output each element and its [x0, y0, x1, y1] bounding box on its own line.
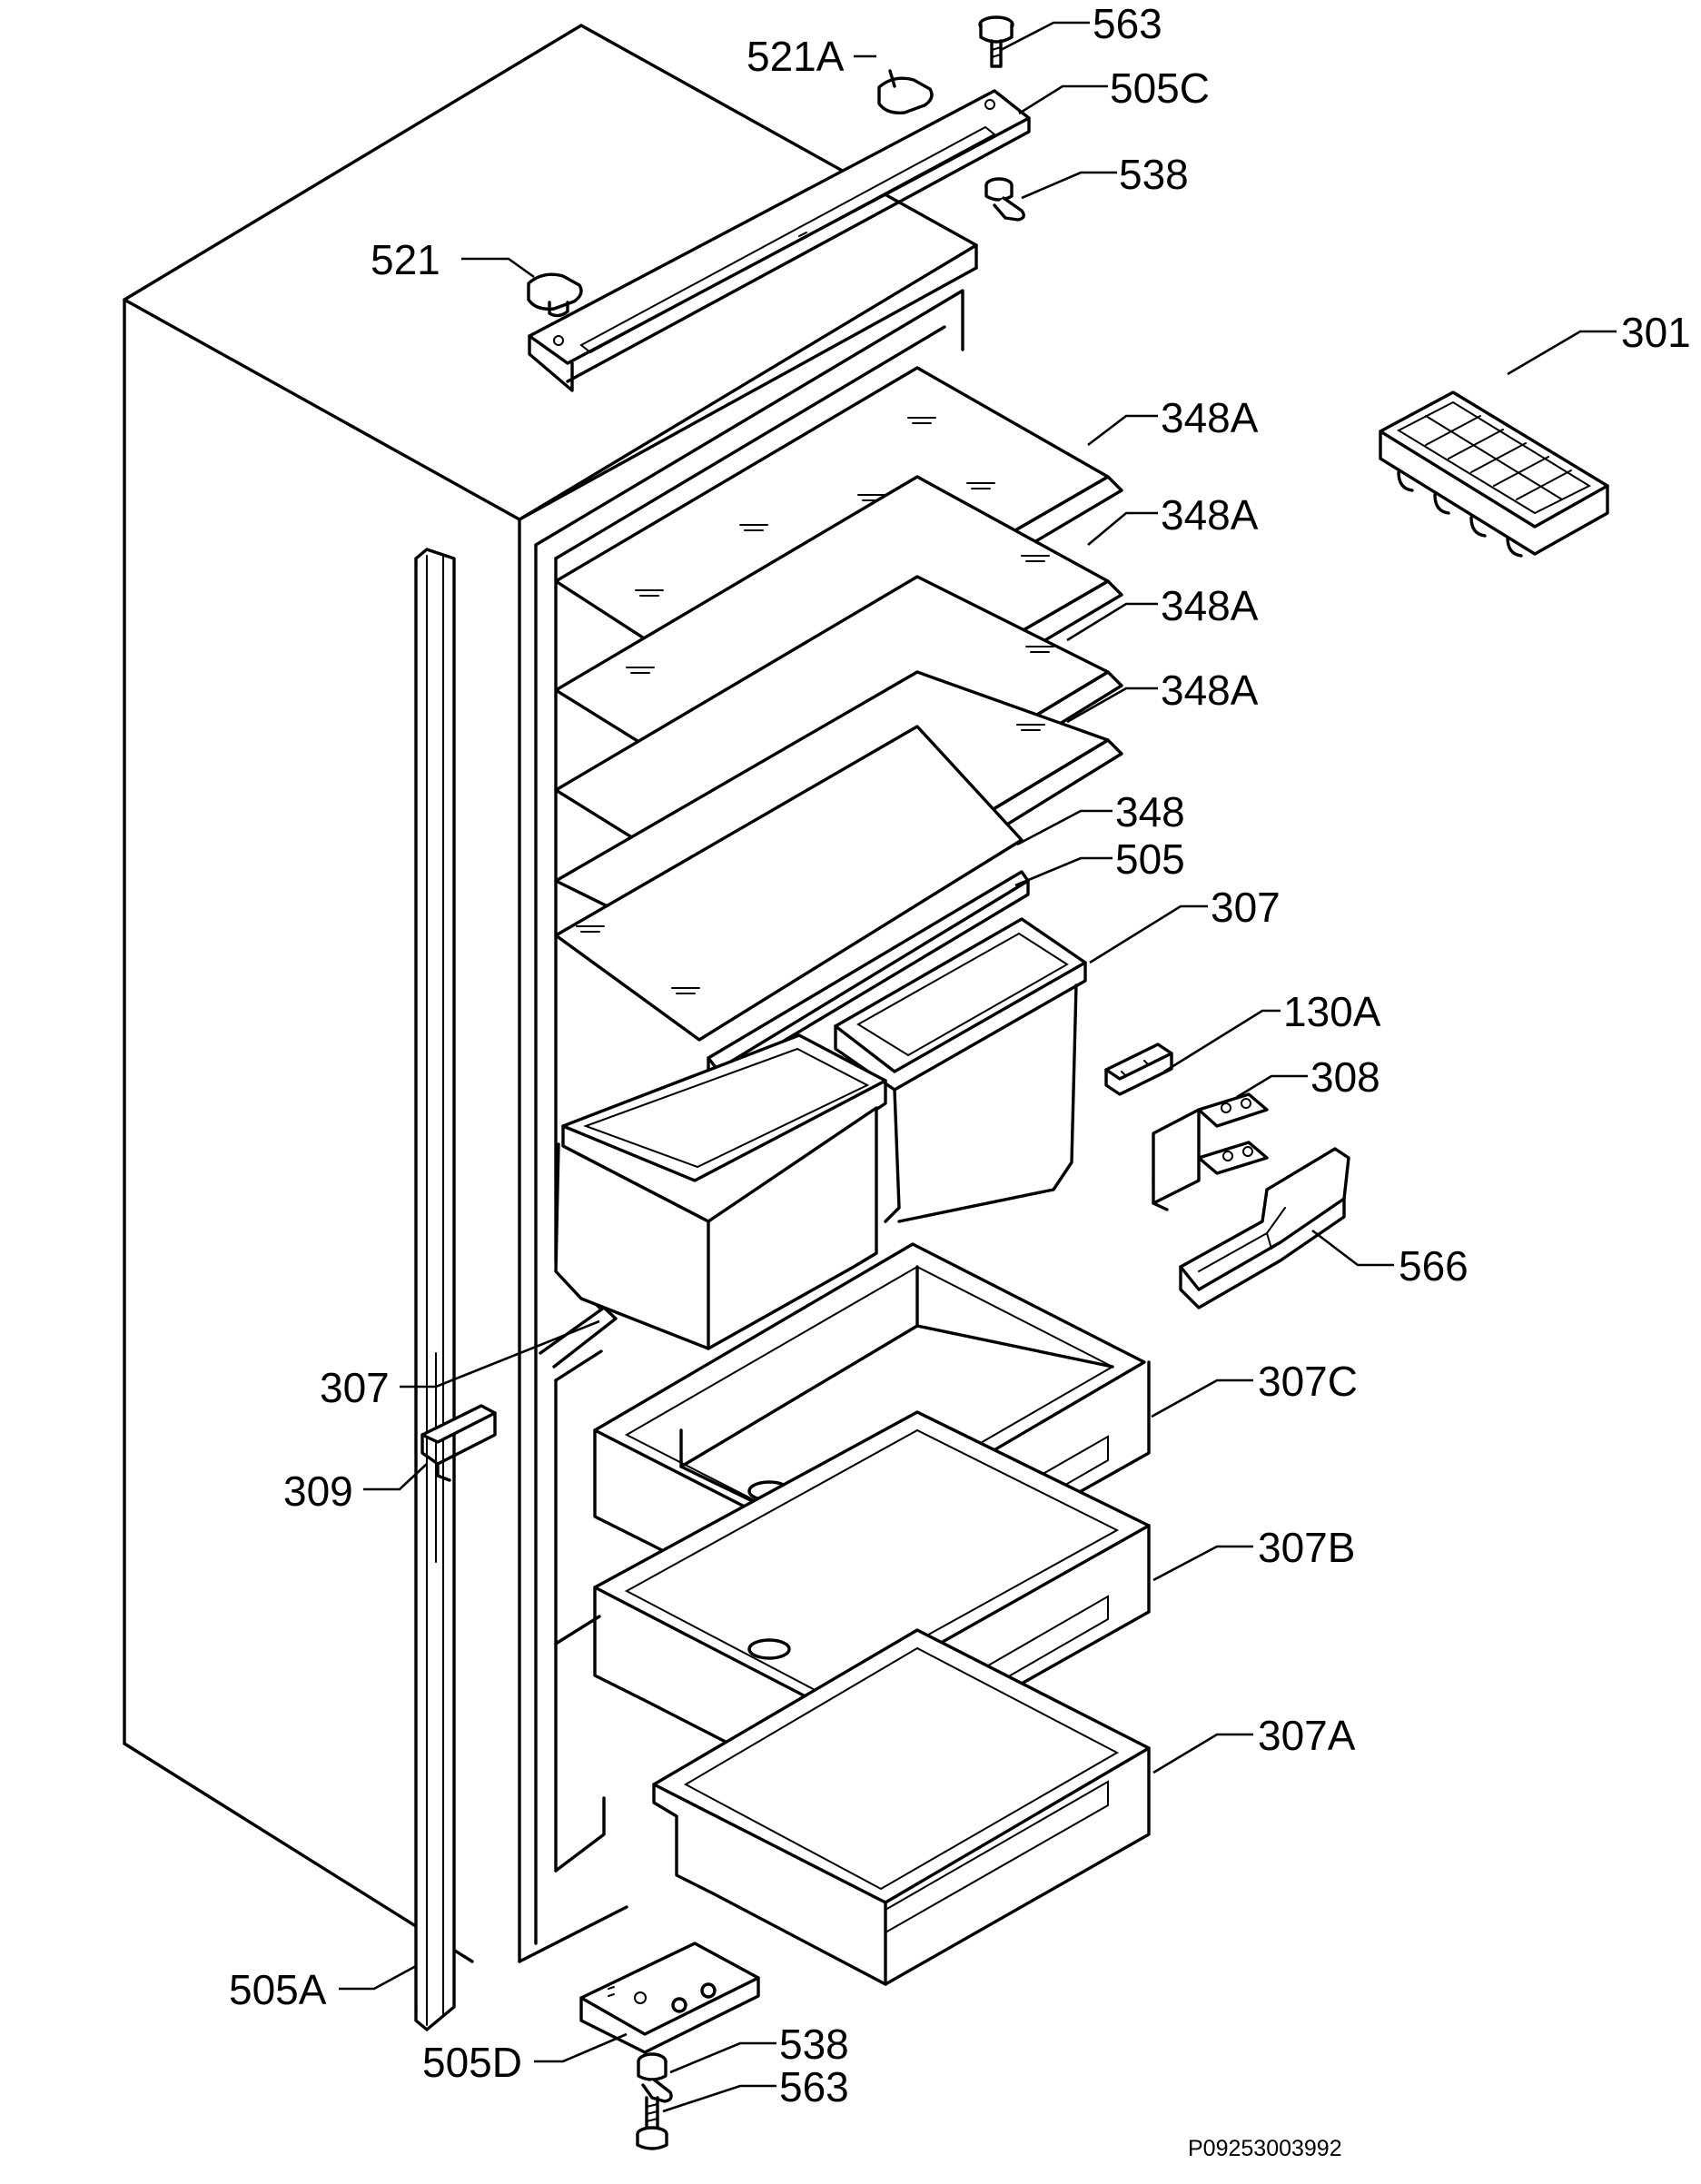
screw-563-bottom: [636, 2096, 668, 2150]
ice-cube-tray: [1379, 390, 1609, 558]
door-handle-566: [1179, 1147, 1350, 1309]
label-348a-2: 348A: [1161, 491, 1259, 539]
label-505a: 505A: [229, 1966, 327, 2013]
crisper-cover-glass: [554, 725, 1024, 1042]
freezer-drawer-307a: [652, 1628, 1151, 1986]
door-hinge-308: [1152, 1092, 1269, 1211]
label-307-lower: 307: [320, 1364, 390, 1411]
cabinet-body: [123, 24, 978, 1963]
label-307a: 307A: [1258, 1712, 1356, 1759]
door-seal-clip-309: [420, 1404, 497, 1482]
crisper-drawer-left: [554, 1033, 887, 1350]
label-307-upper: 307: [1211, 884, 1281, 931]
top-hinge-bar: [528, 89, 1031, 392]
label-521: 521: [371, 236, 440, 283]
label-301: 301: [1621, 309, 1691, 356]
label-563-bottom: 563: [779, 2063, 849, 2110]
bottom-hinge-505d: [579, 1942, 760, 2054]
hinge-pin-cap-521: [527, 272, 583, 318]
label-521a: 521A: [747, 33, 845, 80]
label-348a-4: 348A: [1161, 667, 1259, 714]
label-307b: 307B: [1258, 1524, 1355, 1571]
label-348a-1: 348A: [1161, 394, 1259, 441]
freezer-drawer-307b: [593, 1410, 1151, 1795]
label-505d: 505D: [422, 2039, 522, 2086]
hinge-bushing-538-bottom: [637, 2052, 673, 2103]
door-seal-strip: [414, 548, 456, 2031]
label-308: 308: [1310, 1053, 1380, 1101]
hinge-pin-cap-521a: [877, 69, 934, 114]
label-505: 505: [1115, 835, 1185, 883]
hinge-bushing-538-top: [984, 177, 1025, 222]
label-130a: 130A: [1283, 988, 1381, 1035]
leader-lines: [339, 21, 1617, 2113]
label-538-bottom: 538: [779, 2021, 849, 2068]
label-309: 309: [283, 1468, 353, 1515]
screw-563-top: [978, 15, 1014, 68]
label-538-top: 538: [1119, 151, 1189, 198]
label-505c: 505C: [1110, 64, 1210, 112]
part-labels: 563 521A 505C 538 521 301 348A 348A 348A…: [229, 0, 1691, 2161]
diagram-reference-code: P09253003992: [1188, 2136, 1342, 2161]
label-566: 566: [1399, 1242, 1469, 1290]
label-563-top: 563: [1093, 0, 1162, 47]
crisper-drawer-right: [834, 917, 1087, 1223]
label-348: 348: [1115, 788, 1185, 835]
label-307c: 307C: [1258, 1358, 1358, 1405]
label-348a-3: 348A: [1161, 582, 1259, 629]
hinge-cover-130a: [1104, 1043, 1173, 1096]
